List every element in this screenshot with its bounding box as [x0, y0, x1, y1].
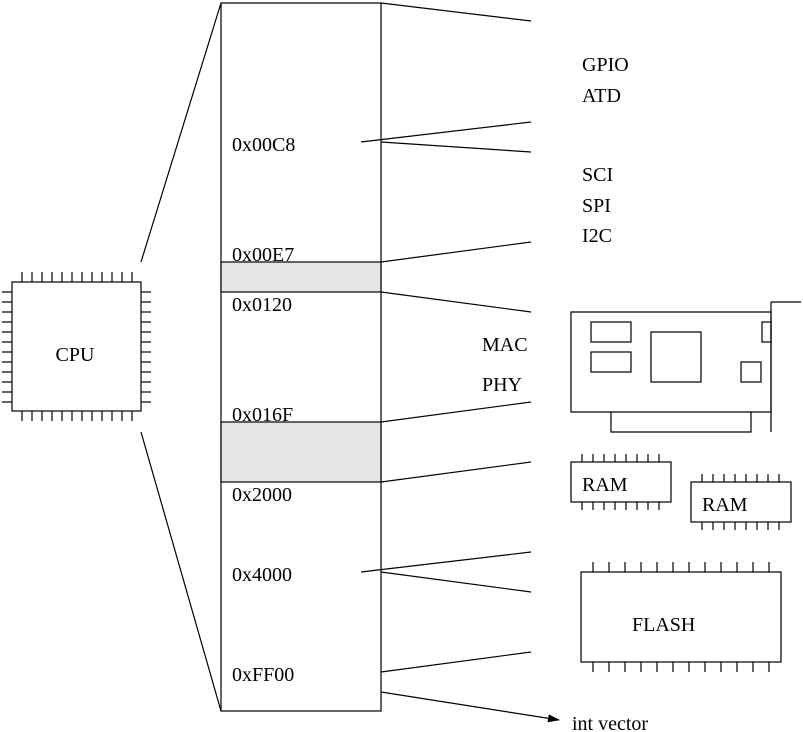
connector-line — [380, 291, 532, 313]
connector-line — [380, 651, 532, 673]
card-edge-connector — [610, 412, 752, 433]
atd-label: ATD — [582, 85, 621, 107]
connector-line — [360, 121, 532, 143]
ram-chip-1: RAM — [570, 454, 672, 510]
card-chip — [590, 321, 632, 343]
ram-label: RAM — [582, 474, 628, 496]
address-label: 0x4000 — [232, 564, 292, 586]
connector-line — [380, 2, 532, 22]
i2c-label: I2C — [582, 225, 612, 247]
address-label: 0xFF00 — [232, 664, 294, 686]
ram-body — [570, 461, 672, 503]
connector-line — [380, 401, 532, 423]
connector-line — [360, 551, 532, 573]
gpio-label: GPIO — [582, 54, 629, 76]
memory-map: 0x00C8 0x00E7 0x0120 0x016F 0x2000 0x400… — [220, 2, 382, 712]
cpu-label: CPU — [56, 344, 95, 366]
address-label: 0x00E7 — [232, 244, 294, 266]
connector-line — [380, 461, 532, 483]
memory-gap-1 — [220, 261, 382, 293]
card-chip — [740, 361, 762, 383]
card-led — [761, 321, 772, 343]
int-vector-arrow — [380, 691, 560, 723]
connector-line — [380, 241, 532, 263]
card-bracket — [770, 301, 801, 432]
int-vector-label: int vector — [572, 713, 648, 732]
memory-gap-2 — [220, 421, 382, 483]
ram-chip-2: RAM — [690, 474, 792, 530]
address-label: 0x016F — [232, 404, 293, 426]
flash-label: FLASH — [632, 614, 695, 636]
card-chip — [590, 351, 632, 373]
cpu-body — [11, 281, 142, 412]
flash-chip: FLASH — [580, 562, 782, 672]
sci-label: SCI — [582, 164, 613, 186]
ram-label: RAM — [702, 494, 748, 516]
phy-label: PHY — [482, 374, 522, 396]
mac-label: MAC — [482, 334, 528, 356]
cpu-to-map-bottom-line — [140, 431, 222, 712]
address-label: 0x2000 — [232, 484, 292, 506]
memory-map-column — [220, 2, 382, 712]
address-label: 0x0120 — [232, 294, 292, 316]
cpu-chip: CPU — [2, 272, 151, 421]
spi-label: SPI — [582, 195, 611, 217]
connector-line — [380, 571, 532, 593]
cpu-to-map-top-line — [140, 2, 222, 263]
network-card-icon — [570, 301, 801, 433]
flash-body — [580, 571, 782, 663]
connector-line — [380, 141, 532, 153]
connector-lines — [360, 2, 560, 723]
address-label: 0x00C8 — [232, 134, 295, 156]
card-main-chip — [650, 331, 702, 383]
ram-body — [690, 481, 792, 523]
